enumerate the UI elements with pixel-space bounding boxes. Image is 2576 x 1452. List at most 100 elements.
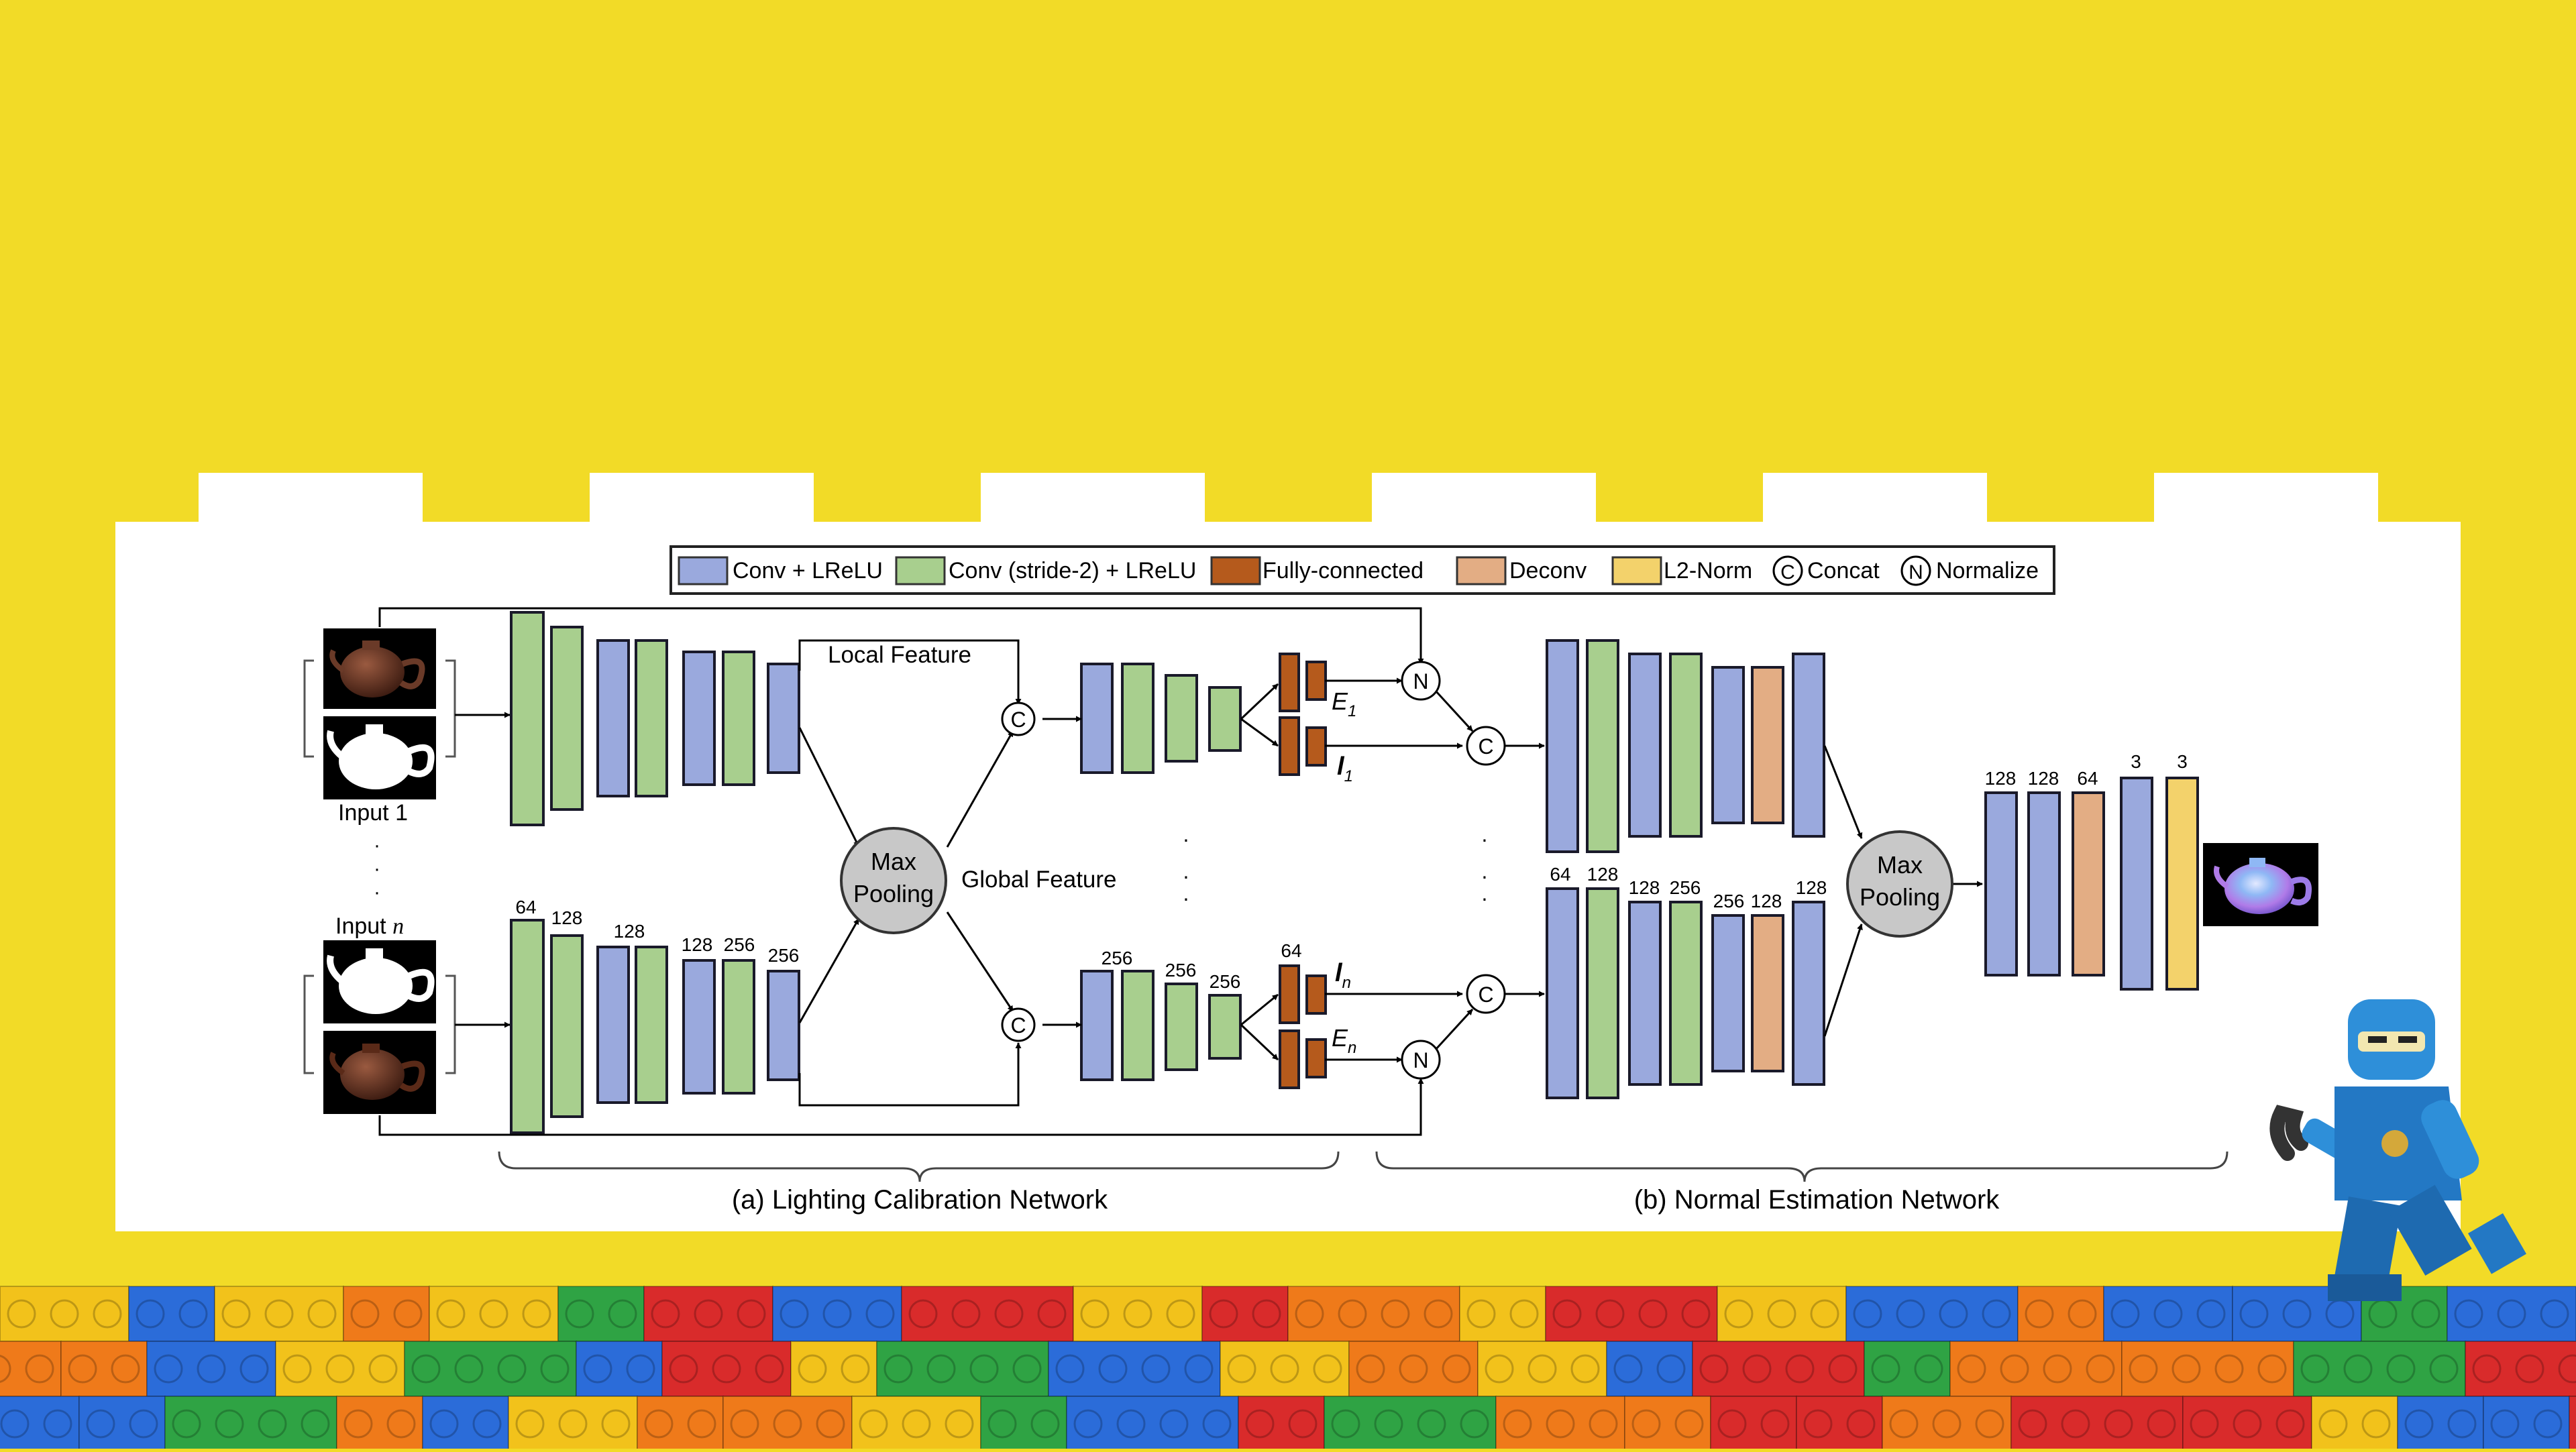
ch-calib-256a: 256 — [1102, 948, 1133, 968]
lego-stud — [386, 1409, 416, 1439]
legend: Conv + LReLU Conv (stride-2) + LReLU Ful… — [669, 545, 2055, 595]
lego-stud — [2129, 1354, 2158, 1384]
legend-swatch-deconv — [1456, 556, 1507, 585]
lego-stud — [2411, 1299, 2440, 1329]
layer-enc-top-5 — [682, 651, 716, 786]
lego-stud — [2110, 1299, 2140, 1329]
ch-calib-256c: 256 — [1210, 971, 1241, 992]
lego-stud — [1717, 1409, 1747, 1439]
lego-stud — [50, 1299, 79, 1329]
lego-stud — [282, 1354, 312, 1384]
ch-norm-128c: 128 — [1751, 891, 1782, 911]
lego-stud — [515, 1409, 545, 1439]
input-dot-1: · — [374, 834, 380, 856]
lego-stud — [1932, 1409, 1962, 1439]
lego-stud — [1760, 1409, 1790, 1439]
lego-stud — [2497, 1299, 2526, 1329]
lego-stud — [2318, 1409, 2348, 1439]
caption-normal-estimation: (b) Normal Estimation Network — [1634, 1185, 2000, 1215]
global-feature-label: Global Feature — [961, 867, 1117, 893]
layer-fc-top-E-1 — [1279, 653, 1300, 712]
lego-stud — [436, 1299, 466, 1329]
lego-stud — [429, 1409, 459, 1439]
lego-stud — [1098, 1354, 1128, 1384]
input-n-label: Input n — [335, 913, 404, 939]
lego-brick-border — [0, 1286, 2576, 1452]
lego-stud — [694, 1299, 723, 1329]
lego-stud — [1552, 1299, 1582, 1329]
lego-stud — [841, 1354, 870, 1384]
concat-node-bottom-label: C — [1010, 1013, 1026, 1038]
lego-stud — [2043, 1354, 2072, 1384]
lego-stud — [669, 1354, 698, 1384]
lego-stud — [2018, 1409, 2047, 1439]
layer-head-5 — [2165, 777, 2199, 991]
lego-stud — [7, 1299, 36, 1329]
lego-stud — [1742, 1354, 1772, 1384]
lego-stud — [1595, 1299, 1625, 1329]
lego-stud — [1030, 1409, 1060, 1439]
lego-stud — [730, 1409, 759, 1439]
lego-stud — [239, 1354, 269, 1384]
layer-fc-top-l-1 — [1279, 716, 1300, 776]
lego-stud — [1288, 1409, 1318, 1439]
lego-stud — [859, 1409, 888, 1439]
lego-stud — [1245, 1409, 1275, 1439]
lego-stud — [25, 1354, 54, 1384]
lego-stud — [1767, 1299, 1796, 1329]
lego-stud — [2361, 1409, 2391, 1439]
lego-stud — [2325, 1299, 2355, 1329]
ch-head-3a: 3 — [2131, 751, 2141, 772]
lego-stud — [1374, 1409, 1403, 1439]
lego-stud — [197, 1354, 226, 1384]
legend-normalize-icon — [1900, 555, 1931, 586]
layer-enc-bot-1 — [510, 919, 545, 1134]
lego-stud — [945, 1409, 974, 1439]
lego-stud — [1055, 1354, 1085, 1384]
max-pooling-calibration-line2: Pooling — [853, 880, 934, 907]
lego-stud — [583, 1354, 612, 1384]
lego-stud — [2239, 1299, 2269, 1329]
lego-stud — [1509, 1299, 1539, 1329]
lego-stud — [687, 1409, 716, 1439]
input-n-images — [323, 940, 436, 1114]
lego-stud — [1853, 1299, 1882, 1329]
layer-fc-bot-l-2 — [1305, 974, 1327, 1015]
layer-norm-bot-4 — [1669, 901, 1703, 1086]
concat-node-normal-top-label: C — [1478, 734, 1493, 759]
lego-stud — [1338, 1299, 1367, 1329]
lego-stud — [154, 1354, 183, 1384]
lego-stud — [1631, 1409, 1661, 1439]
legend-conv-label: Conv + LReLU — [733, 558, 883, 583]
layer-head-3 — [2072, 791, 2105, 976]
legend-concat-label: Concat — [1807, 558, 1880, 583]
lego-stud — [0, 1355, 11, 1383]
lego-stud — [1613, 1354, 1643, 1384]
lego-stud — [737, 1299, 766, 1329]
lego-stud — [479, 1299, 508, 1329]
legend-swatch-conv-stride2 — [895, 556, 946, 585]
max-pooling-normal-line1: Max — [1877, 851, 1923, 879]
lego-stud — [558, 1409, 588, 1439]
ch-head-64: 64 — [2077, 768, 2098, 789]
lego-stud — [1123, 1299, 1152, 1329]
lego-stud — [2300, 1354, 2330, 1384]
lego-stud — [1442, 1354, 1471, 1384]
lego-stud — [215, 1409, 244, 1439]
lego-stud — [2490, 1409, 2520, 1439]
lego-stud — [178, 1299, 208, 1329]
layer-head-4 — [2120, 777, 2153, 991]
layer-enc-bot-4 — [635, 946, 668, 1104]
layer-enc-top-6 — [722, 651, 755, 786]
lego-stud — [2343, 1354, 2373, 1384]
lego-stud — [1116, 1409, 1146, 1439]
lego-stud — [129, 1409, 158, 1439]
lego-stud — [301, 1409, 330, 1439]
layer-calib-bot-2 — [1121, 970, 1155, 1081]
lego-stud — [908, 1299, 938, 1329]
lego-stud — [93, 1299, 122, 1329]
svg-text:·: · — [1481, 864, 1489, 888]
ch-head-128a: 128 — [1985, 768, 2017, 789]
E1-label: E1 — [1332, 687, 1356, 720]
lego-stud — [1012, 1354, 1042, 1384]
